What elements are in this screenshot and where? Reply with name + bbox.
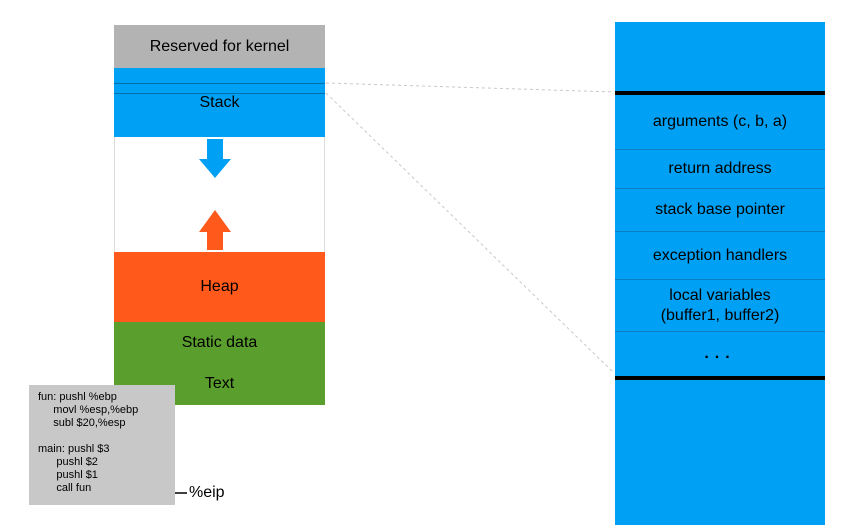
stack-slice-top-line bbox=[114, 83, 325, 84]
stack-frame-panel: arguments (c, b, a) return address stack… bbox=[615, 22, 825, 525]
assembly-code-listing: fun: pushl %ebp movl %esp,%ebp subl $20,… bbox=[38, 391, 139, 494]
connector-line-bottom bbox=[325, 92, 615, 374]
frame-row-exception-handlers: exception handlers bbox=[615, 232, 825, 280]
stack-frame-bottom-blank bbox=[615, 380, 825, 525]
stack-frame-top-boundary-line bbox=[615, 91, 825, 95]
stack-frame-bottom-boundary-line bbox=[615, 376, 825, 380]
unallocated-memory-gap bbox=[114, 137, 325, 252]
segment-reserved-for-kernel: Reserved for kernel bbox=[114, 25, 325, 68]
connector-line-top bbox=[325, 82, 615, 93]
segment-heap-label: Heap bbox=[200, 278, 239, 295]
frame-row-stack-base-pointer: stack base pointer bbox=[615, 189, 825, 232]
segment-static-data-label: Static data bbox=[181, 333, 258, 351]
stack-frame-top-blank bbox=[615, 22, 825, 91]
assembly-code-box: fun: pushl %ebp movl %esp,%ebp subl $20,… bbox=[29, 385, 175, 505]
eip-register-label: %eip bbox=[189, 484, 225, 501]
frame-row-local-variables: local variables (buffer1, buffer2) bbox=[615, 280, 825, 332]
frame-row-ellipsis: ... bbox=[704, 345, 736, 362]
stack-slice-bottom-line bbox=[114, 93, 325, 94]
segment-stack-label: Stack bbox=[199, 93, 240, 111]
frame-row-return-address: return address bbox=[615, 150, 825, 189]
segment-kernel-label: Reserved for kernel bbox=[149, 37, 290, 55]
segment-heap: Heap bbox=[114, 252, 325, 322]
segment-static-and-text: Static data Text bbox=[114, 322, 325, 405]
segment-stack: Stack bbox=[114, 68, 325, 137]
frame-row-arguments: arguments (c, b, a) bbox=[615, 95, 825, 150]
segment-text-label: Text bbox=[204, 375, 235, 393]
